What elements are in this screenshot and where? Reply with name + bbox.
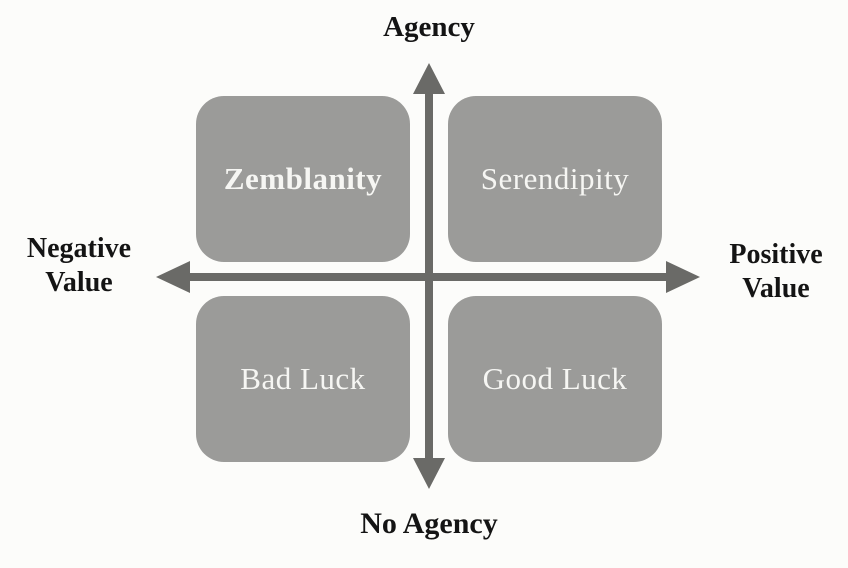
quadrant-zemblanity: Zemblanity: [196, 96, 410, 262]
quadrant-good-luck: Good Luck: [448, 296, 662, 462]
quadrant-serendipity-label: Serendipity: [480, 161, 630, 196]
arrowhead-left-icon: [156, 261, 190, 293]
axis-label-positive-value: Positive Value: [729, 239, 823, 305]
arrowhead-right-icon: [666, 261, 700, 293]
arrowhead-up-icon: [413, 63, 445, 94]
arrowhead-down-icon: [413, 458, 445, 489]
axis-label-agency: Agency: [383, 11, 475, 43]
quadrant-bad-luck: Bad Luck: [196, 296, 410, 462]
axis-label-no-agency: No Agency: [360, 507, 498, 540]
quadrant-zemblanity-label: Zemblanity: [223, 161, 383, 196]
quadrant-good-luck-label: Good Luck: [482, 361, 628, 396]
quadrant-bad-luck-label: Bad Luck: [240, 361, 366, 396]
quadrant-serendipity: Serendipity: [448, 96, 662, 262]
axis-label-negative-value: Negative Value: [26, 233, 132, 299]
